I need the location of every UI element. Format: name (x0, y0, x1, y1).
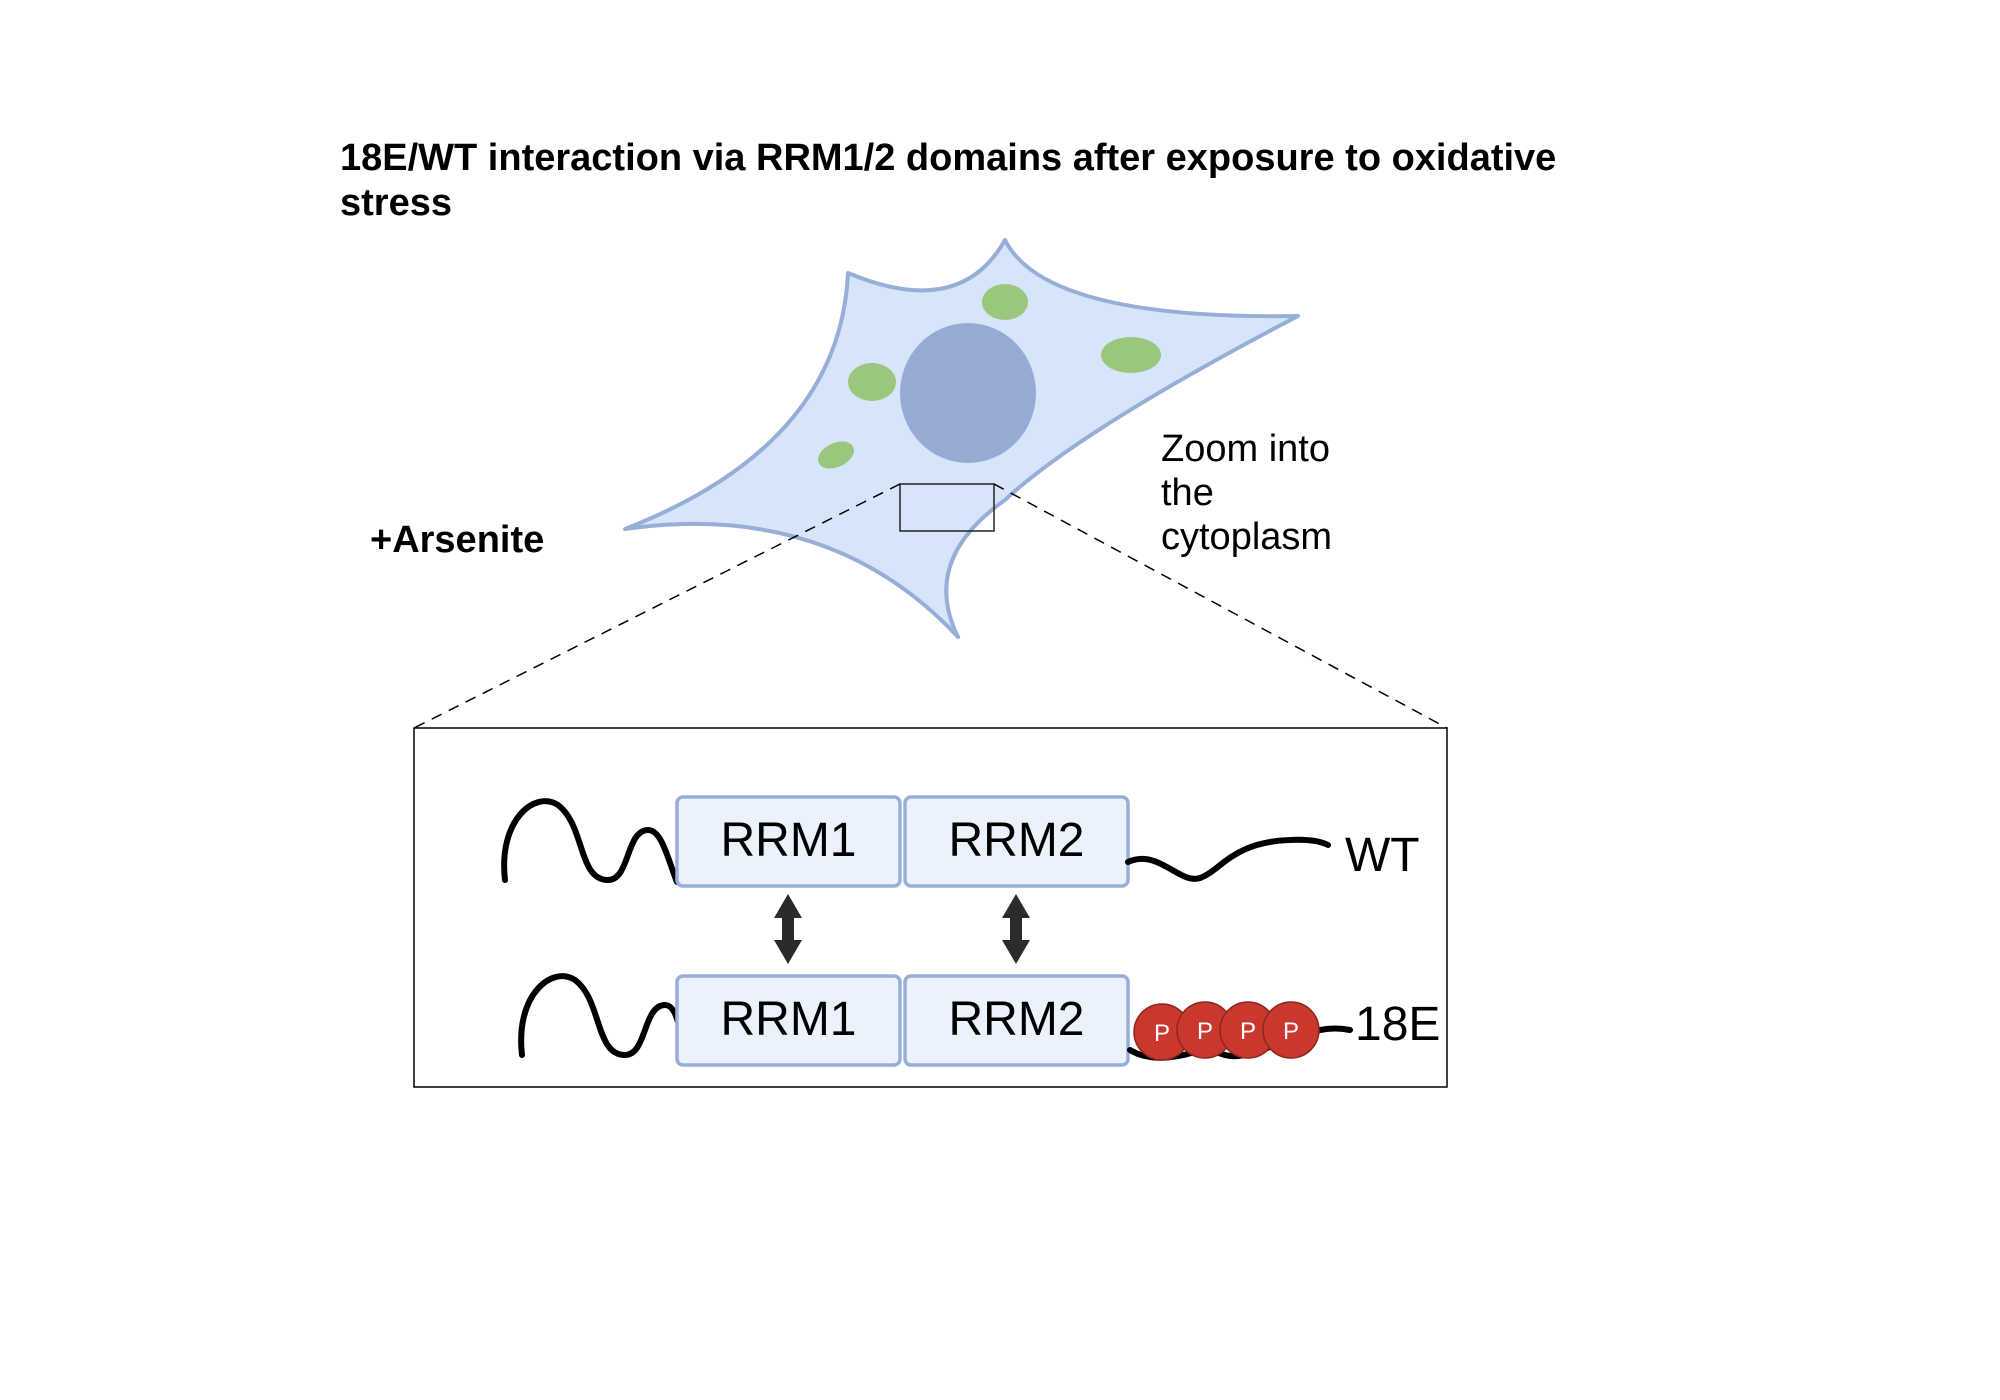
phospho-site-2: P (1176, 1001, 1234, 1059)
zoom-region-marker (899, 483, 995, 532)
cell-illustration (623, 238, 1300, 639)
wt-c-terminal-chain (1125, 836, 1331, 882)
zoom-line-left (413, 483, 901, 729)
wt-protein-label: WT (1345, 829, 1420, 882)
wt-rrm1-domain (675, 795, 902, 888)
wt-rrm1-label: RRM1 (720, 814, 856, 867)
wt-rrm2-label: RRM2 (948, 814, 1084, 867)
mutant-n-terminal-chain (518, 973, 681, 1059)
organelle-4 (818, 441, 854, 469)
organelle-3 (848, 363, 896, 401)
mutant-rrm2-domain (903, 974, 1130, 1067)
figure-title-line1: 18E/WT interaction via RRM1/2 domains af… (340, 137, 1556, 179)
wt-n-terminal-chain (501, 798, 680, 885)
nucleus (900, 323, 1036, 463)
mutant-rrm2-label: RRM2 (948, 993, 1084, 1046)
phospho-label-3: P (1240, 1018, 1256, 1045)
zoom-line-right (993, 483, 1448, 729)
zoom-label-line2: the (1161, 472, 1214, 514)
phospho-site-4: P (1262, 1001, 1320, 1059)
figure-title-line2: stress (340, 182, 452, 224)
treatment-label: +Arsenite (370, 519, 544, 561)
zoom-label-line1: Zoom into (1161, 428, 1330, 470)
organelle-1 (982, 284, 1028, 320)
mutant-protein: RRM1 RRM2 P P P P 18E (518, 973, 1440, 1067)
rrm1-interaction-arrow (774, 894, 802, 964)
wt-rrm2-domain (903, 795, 1130, 888)
organelle-2 (1101, 337, 1161, 373)
zoom-label-line3: cytoplasm (1161, 516, 1332, 558)
phospho-label-2: P (1197, 1018, 1213, 1045)
mutant-rrm1-label: RRM1 (720, 993, 856, 1046)
phospho-label-4: P (1283, 1018, 1299, 1045)
phospho-site-3: P (1219, 1001, 1277, 1059)
phospho-label-1: P (1154, 1020, 1170, 1047)
wt-protein: RRM1 RRM2 WT (501, 795, 1420, 888)
mutant-rrm1-domain (675, 974, 902, 1067)
rrm2-interaction-arrow (1002, 894, 1030, 964)
mutant-protein-label: 18E (1355, 998, 1440, 1051)
